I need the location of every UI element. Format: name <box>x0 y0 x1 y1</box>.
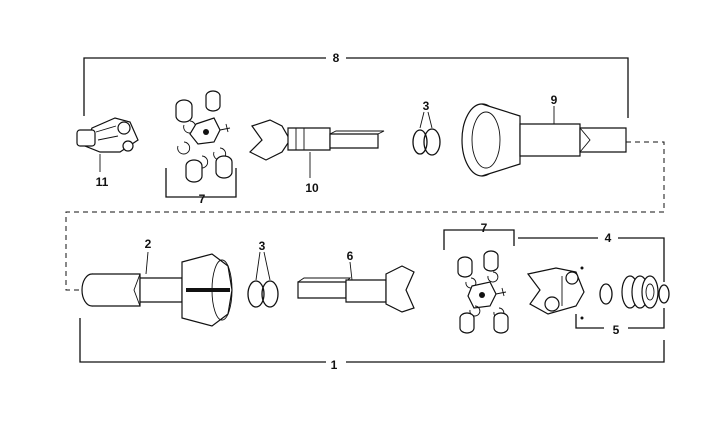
callout-3-upper: 3 <box>423 99 430 113</box>
part-7-cross-kit-upper <box>165 90 237 198</box>
part-6-shaft-yoke <box>297 261 415 313</box>
callout-8: 8 <box>333 51 340 65</box>
callout-7-upper: 7 <box>199 192 206 206</box>
callout-9: 9 <box>551 93 558 107</box>
callout-11: 11 <box>96 175 109 189</box>
callout-5: 5 <box>613 323 620 337</box>
bracket-1 <box>79 318 665 363</box>
part-3-rings-upper <box>412 111 441 156</box>
part-4-yoke-bearing <box>526 266 670 320</box>
callout-10: 10 <box>305 181 319 195</box>
callout-7-lower: 7 <box>481 221 488 235</box>
part-3-rings-lower <box>247 251 279 308</box>
part-9-guard-tube <box>461 103 627 177</box>
bracket-8 <box>83 57 629 118</box>
callout-2: 2 <box>145 237 152 251</box>
part-10-yoke-shaft <box>248 119 385 178</box>
dashed-connector <box>65 141 665 291</box>
callout-4: 4 <box>605 231 612 245</box>
bracket-5 <box>575 308 665 329</box>
part-2-tube-guard <box>81 251 233 327</box>
callout-3-lower: 3 <box>259 239 266 253</box>
callout-6: 6 <box>347 249 354 263</box>
part-7-cross-kit-lower <box>443 229 515 334</box>
part-11-yoke <box>76 117 139 172</box>
callout-1: 1 <box>331 358 338 372</box>
bracket-4 <box>518 237 665 282</box>
